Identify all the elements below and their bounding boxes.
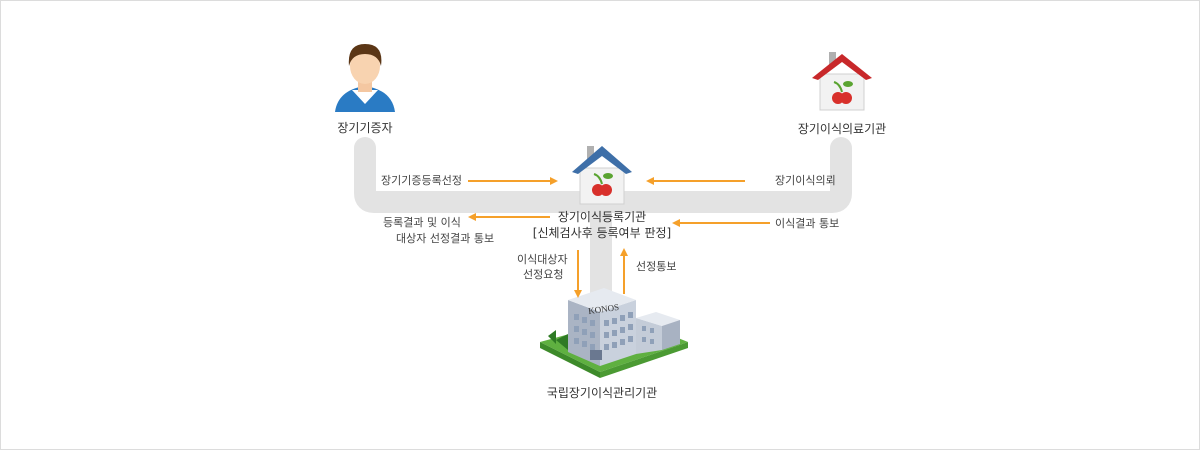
flow-label-from-konos: 선정통보 xyxy=(636,260,677,273)
flow-label-registry-to-donor-line1: 등록결과 및 이식 xyxy=(383,216,461,229)
building-sign: KONOS xyxy=(588,302,620,316)
flow-label-to-konos-line1: 이식대상자 xyxy=(517,253,568,266)
flow-arrows xyxy=(468,177,770,298)
house-blue-roof-icon xyxy=(572,146,632,205)
registry-sublabel: [신체검사후 등록여부 판정] xyxy=(532,226,672,240)
flow-label-donor-to-registry: 장기기증등록선정 xyxy=(381,174,462,187)
house-red-roof-icon xyxy=(812,52,872,111)
hospital-label: 장기이식의료기관 xyxy=(797,122,887,136)
flow-label-hospital-request: 장기이식의뢰 xyxy=(775,174,836,187)
flow-label-registry-to-donor-line2: 대상자 선정결과 통보 xyxy=(396,232,495,245)
registry-label: 장기이식등록기관 xyxy=(557,210,647,224)
flow-label-to-konos-line2: 선정요청 xyxy=(523,268,564,281)
konos-label: 국립장기이식관리기관 xyxy=(546,386,658,400)
office-building-icon xyxy=(540,288,688,378)
person-icon xyxy=(335,44,395,112)
donor-label: 장기기증자 xyxy=(337,121,393,135)
flow-label-hospital-result: 이식결과 통보 xyxy=(775,217,840,230)
